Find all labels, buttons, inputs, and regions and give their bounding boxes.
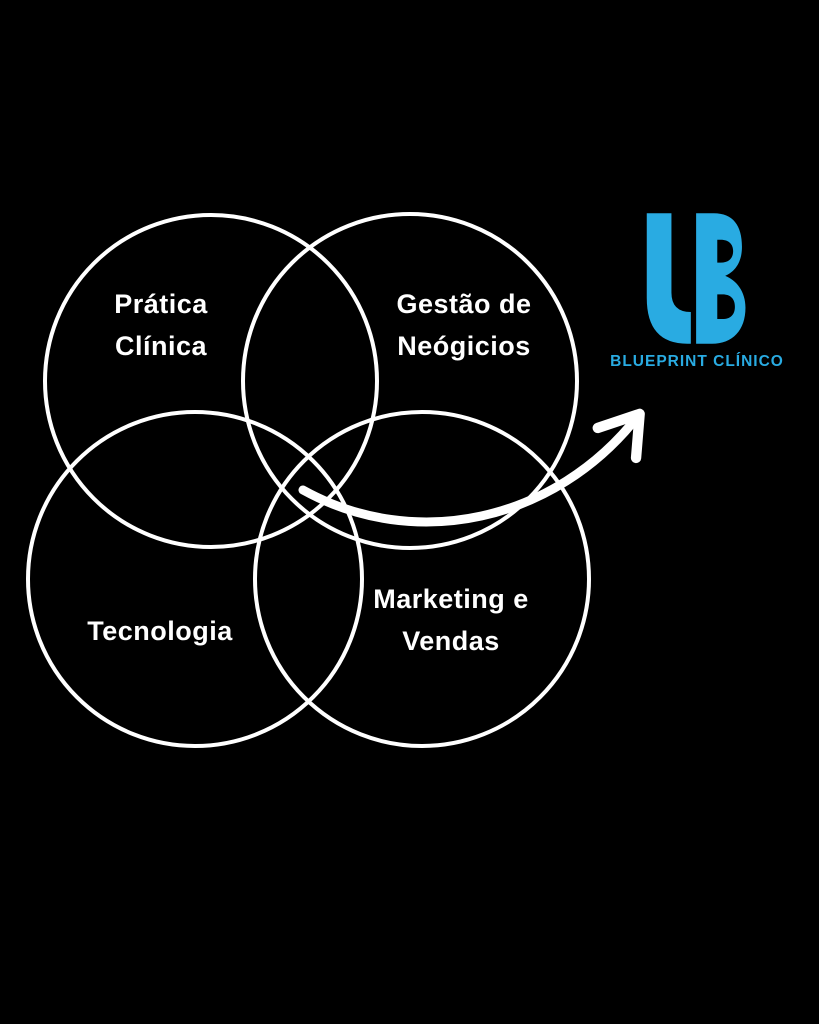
circle-gestao-de-negocios (241, 212, 579, 550)
blueprint-logo: BLUEPRINT CLÍNICO (597, 212, 797, 371)
label-tecnologia: Tecnologia (87, 611, 233, 653)
arrow-to-logo (298, 408, 645, 527)
label-line: Clínica (114, 331, 208, 361)
label-pratica-clinica: Prática Clínica (114, 284, 208, 368)
circle-pratica-clinica (43, 213, 379, 549)
label-line: Marketing e (373, 584, 529, 615)
circle-tecnologia (26, 410, 364, 748)
label-line: Neógicios (397, 331, 531, 361)
logo-b-icon (646, 213, 746, 344)
circle-marketing-e-vendas (253, 410, 591, 748)
label-line: Vendas (402, 626, 500, 656)
logo-brand-text: BLUEPRINT CLÍNICO (610, 353, 784, 370)
label-marketing-e-vendas: Marketing e Vendas (373, 579, 529, 663)
label-gestao-de-negocios: Gestão de Neógicios (396, 284, 531, 368)
label-line: Prática (114, 289, 208, 320)
label-line: Tecnologia (87, 616, 233, 647)
label-line: Gestão de (396, 289, 532, 320)
